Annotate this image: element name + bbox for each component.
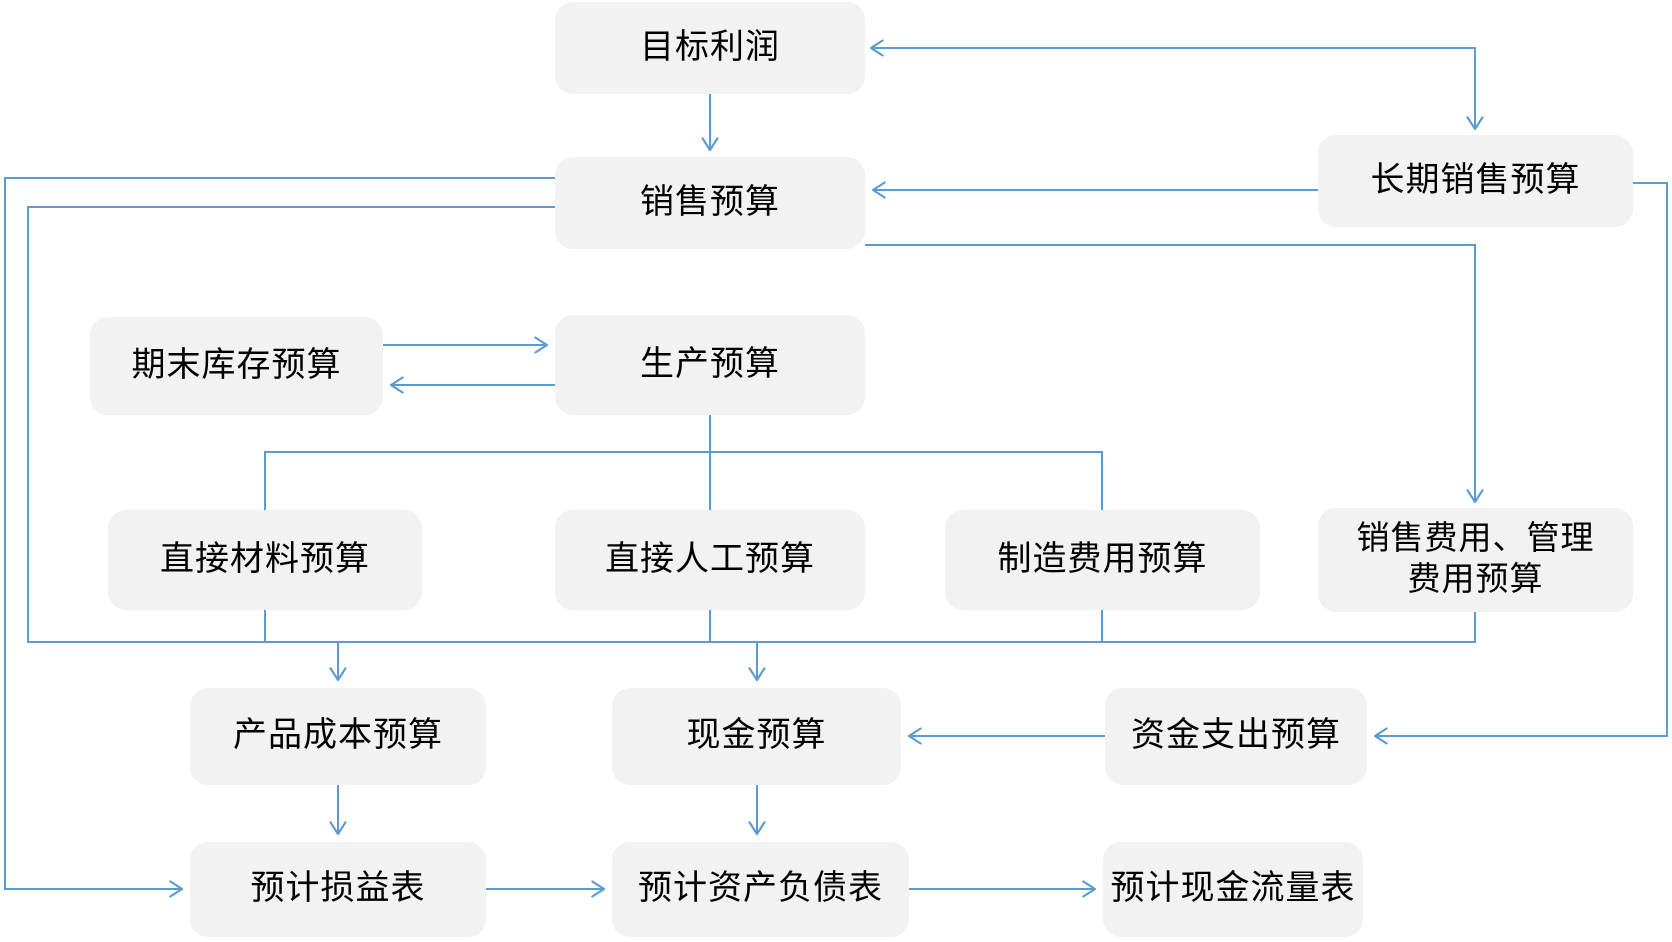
node-cash-budget-label: 现金预算 xyxy=(686,717,827,755)
node-direct-labor-budget-label: 直接人工预算 xyxy=(605,540,815,578)
node-selling-admin-expense-budget: 销售费用、管理 费用预算 xyxy=(1318,508,1633,612)
node-sales-budget-label: 销售预算 xyxy=(640,183,780,221)
node-target-profit: 目标利润 xyxy=(555,2,865,94)
edge-sales-budget-collector-line xyxy=(27,206,1476,643)
node-cash-budget: 现金预算 xyxy=(612,688,901,785)
node-product-cost-budget: 产品成本预算 xyxy=(190,688,486,785)
node-capital-expenditure-budget: 资金支出预算 xyxy=(1105,688,1367,785)
node-production-budget: 生产预算 xyxy=(555,315,865,415)
node-budgeted-balance-sheet-label: 预计资产负债表 xyxy=(638,870,883,908)
node-budgeted-cash-flow-statement: 预计现金流量表 xyxy=(1103,842,1363,937)
edge-sales-budget-to-budgeted-income-statement xyxy=(4,177,555,898)
node-long-term-sales-budget: 长期销售预算 xyxy=(1318,135,1633,227)
node-budgeted-cash-flow-statement-label: 预计现金流量表 xyxy=(1110,870,1356,908)
node-direct-materials-budget-label: 直接材料预算 xyxy=(160,540,370,578)
node-selling-admin-expense-budget-label: 销售费用、管理 费用预算 xyxy=(1356,520,1595,598)
node-product-cost-budget-label: 产品成本预算 xyxy=(233,717,443,755)
edge-long-term-sales-to-capital-expenditure xyxy=(1373,182,1668,745)
edge-target-profit-long-term-sales-two-way xyxy=(869,39,1484,131)
node-budgeted-balance-sheet: 预计资产负债表 xyxy=(612,842,909,937)
node-direct-labor-budget: 直接人工预算 xyxy=(555,510,865,610)
node-capital-expenditure-budget-label: 资金支出预算 xyxy=(1131,717,1341,755)
node-production-budget-label: 生产预算 xyxy=(640,345,780,383)
edge-production-to-materials-and-overhead xyxy=(264,451,1103,511)
node-sales-budget: 销售预算 xyxy=(555,157,865,249)
edge-sales-budget-to-selling-admin xyxy=(865,244,1484,504)
node-ending-inventory-budget-label: 期末库存预算 xyxy=(131,346,342,384)
node-budgeted-income-statement: 预计损益表 xyxy=(190,842,486,937)
node-ending-inventory-budget: 期末库存预算 xyxy=(90,317,383,415)
node-target-profit-label: 目标利润 xyxy=(640,28,780,66)
node-long-term-sales-budget-label: 长期销售预算 xyxy=(1370,161,1581,199)
node-manufacturing-overhead-budget: 制造费用预算 xyxy=(945,510,1260,610)
node-manufacturing-overhead-budget-label: 制造费用预算 xyxy=(997,540,1208,578)
node-direct-materials-budget: 直接材料预算 xyxy=(108,510,422,610)
node-budgeted-income-statement-label: 预计损益表 xyxy=(250,870,426,908)
